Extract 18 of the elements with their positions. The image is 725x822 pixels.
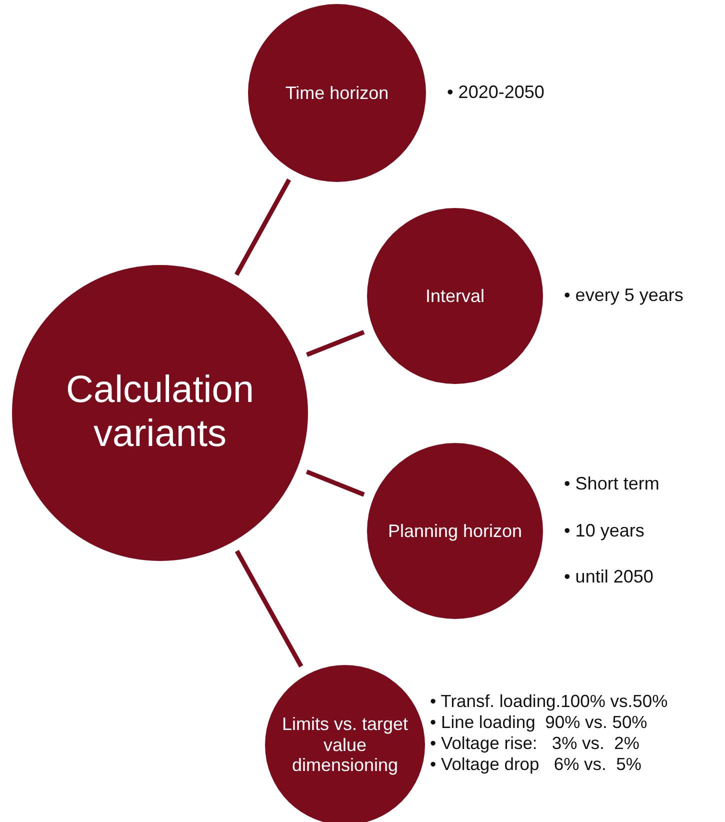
bullet-text: • Voltage drop 6% vs. 5% xyxy=(430,754,642,775)
connector-line xyxy=(234,178,292,276)
connector-line xyxy=(234,550,304,668)
bullet-text: • Line loading 90% vs. 50% xyxy=(430,712,648,733)
circle-label: Planning horizon xyxy=(388,520,522,542)
circle-label: Calculation variants xyxy=(65,369,255,457)
bullet-text: • Voltage rise: 3% vs. 2% xyxy=(430,733,640,754)
connector-line xyxy=(306,470,365,497)
circle-label: Time horizon xyxy=(285,82,389,104)
bullet-text: • every 5 years xyxy=(564,285,684,307)
bullet-text: • Short term xyxy=(564,474,660,496)
circle-label: Limits vs. target value dimensioning xyxy=(280,714,410,776)
connector-line xyxy=(306,330,365,357)
bullet-text: • Transf. loading.100% vs.50% xyxy=(430,691,668,712)
circle-label: Interval xyxy=(425,286,485,306)
bullet-text: • 10 years xyxy=(564,520,646,542)
bullet-text: • 2020-2050 xyxy=(447,82,544,104)
bullet-text: • until 2050 xyxy=(564,566,654,588)
